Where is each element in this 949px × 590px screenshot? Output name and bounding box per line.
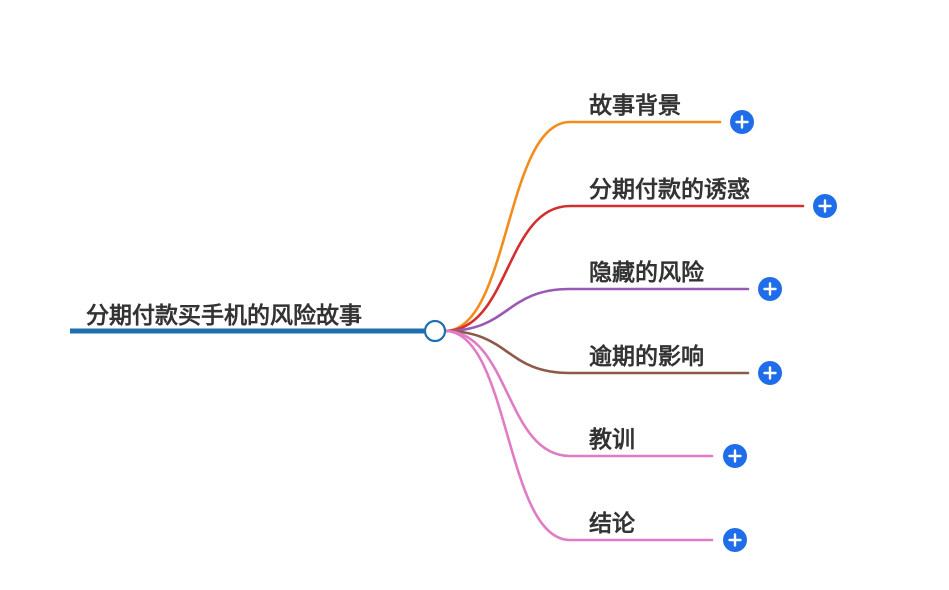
expand-button[interactable] [758, 361, 782, 385]
branch-connector [443, 329, 714, 458]
expand-button[interactable] [723, 444, 747, 468]
branch-node[interactable]: 分期付款的诱惑 [589, 176, 837, 218]
plus-icon [728, 449, 742, 463]
branch-label: 分期付款的诱惑 [589, 176, 750, 203]
branch-node[interactable]: 逾期的影响 [589, 343, 782, 385]
root-label: 分期付款买手机的风险故事 [86, 302, 362, 329]
branch-node[interactable]: 隐藏的风险 [589, 259, 782, 301]
branch-node[interactable]: 故事背景 [589, 93, 754, 134]
branch-label: 教训 [589, 426, 635, 453]
branch-label: 故事背景 [589, 93, 681, 119]
branch-label: 隐藏的风险 [589, 259, 705, 286]
branch-connector [443, 204, 805, 333]
expand-button[interactable] [758, 277, 782, 301]
plus-icon [763, 282, 777, 296]
branch-connector [443, 120, 722, 333]
plus-icon [763, 366, 777, 380]
branch-connector [443, 329, 714, 542]
expand-button[interactable] [813, 194, 837, 218]
expand-button[interactable] [723, 528, 747, 552]
collapse-toggle[interactable] [423, 319, 447, 343]
branch-node[interactable]: 教训 [589, 426, 747, 468]
branch-connectors [443, 120, 805, 542]
plus-icon [735, 115, 749, 129]
branch-connector [443, 329, 750, 375]
expand-button[interactable] [730, 110, 754, 134]
branch-label: 结论 [589, 510, 636, 537]
branch-node[interactable]: 结论 [589, 510, 747, 552]
plus-icon [728, 533, 742, 547]
branch-label: 逾期的影响 [589, 343, 704, 370]
plus-icon [818, 199, 832, 213]
branch-connector [443, 287, 750, 333]
root-node[interactable]: 分期付款买手机的风险故事 [70, 302, 447, 343]
